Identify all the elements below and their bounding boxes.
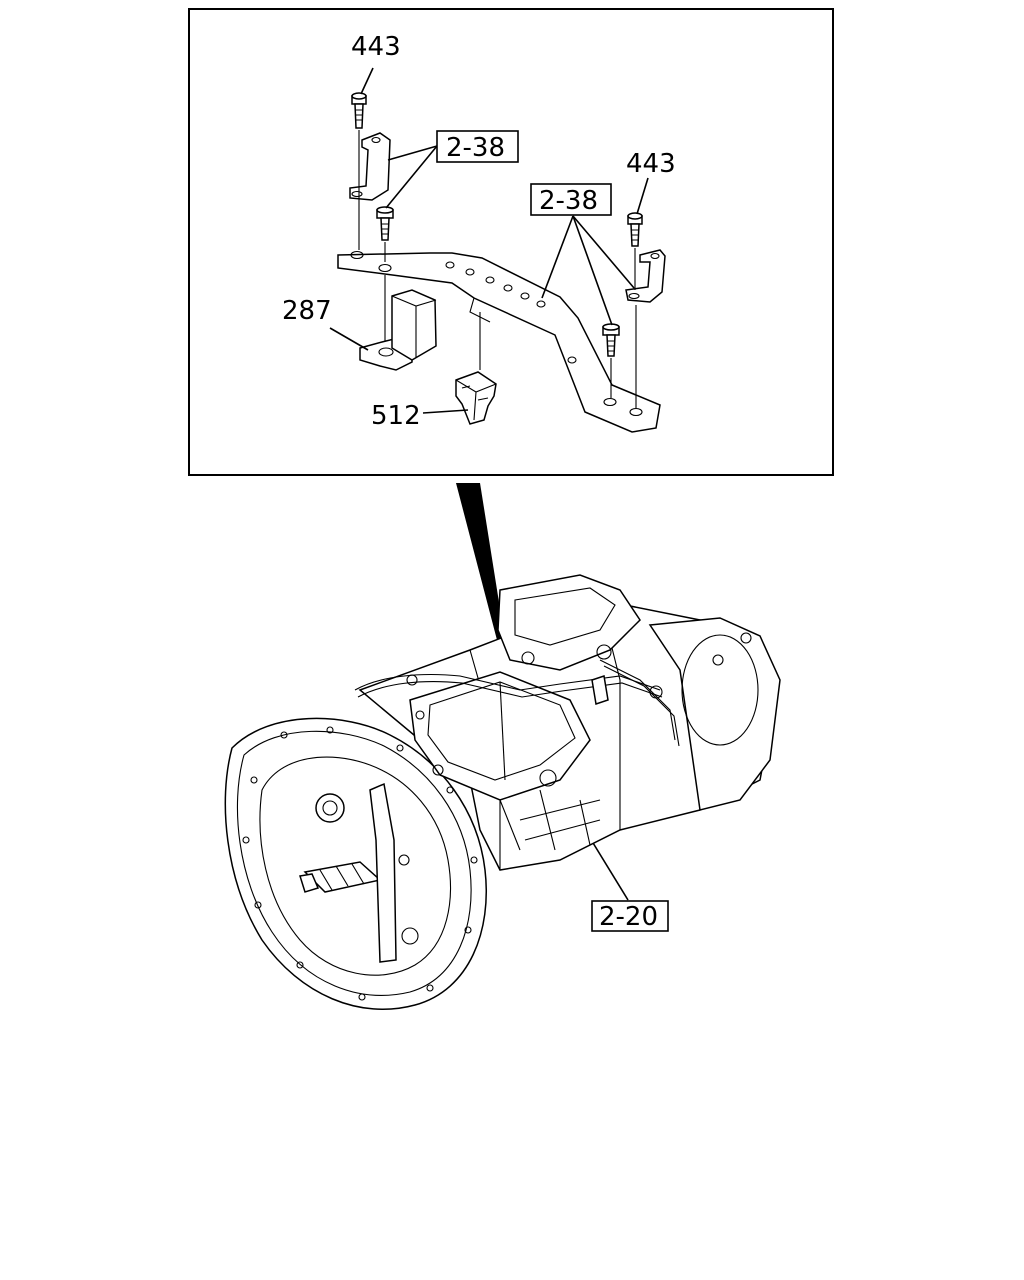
leader-lines <box>329 67 649 901</box>
bolt-middle-upper <box>376 206 394 241</box>
pointer-wedge <box>456 483 505 640</box>
label-bolt-left: 443 <box>351 32 401 62</box>
bolt-left <box>351 92 367 129</box>
clip-part <box>455 371 497 425</box>
label-ref-upper: 2-38 <box>446 133 505 163</box>
assembly-lines <box>358 130 637 408</box>
label-ref-middle: 2-38 <box>539 186 598 216</box>
cushion-block <box>359 289 437 371</box>
inset-frame <box>188 8 834 476</box>
transmission-assembly <box>224 574 781 1010</box>
bolt-middle-lower <box>602 323 620 357</box>
bracket-plate <box>337 250 661 433</box>
bolt-right <box>627 212 643 247</box>
ref-box-transmission <box>591 900 669 932</box>
ref-box-upper <box>436 130 519 163</box>
label-cushion: 287 <box>282 296 332 326</box>
label-bolt-right: 443 <box>626 149 676 179</box>
label-clip: 512 <box>371 401 421 431</box>
small-bracket-left <box>349 132 391 201</box>
label-ref-transmission: 2-20 <box>599 902 658 932</box>
small-bracket-right <box>625 249 666 303</box>
ref-box-middle <box>530 183 612 216</box>
